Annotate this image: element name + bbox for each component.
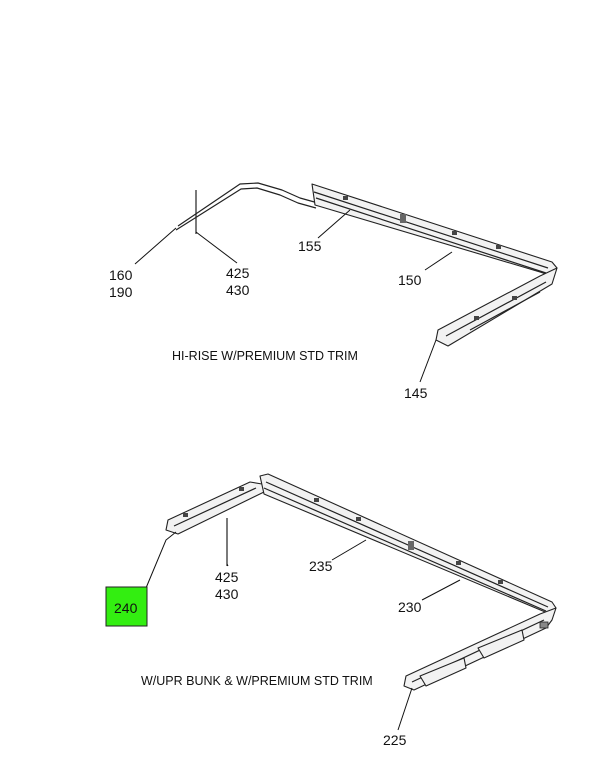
bottom-trim-assembly xyxy=(165,473,557,691)
callout-425-top: 425 xyxy=(226,265,250,281)
trim-left-240 xyxy=(165,481,265,535)
callout-430-top: 430 xyxy=(226,282,250,298)
top-trim-assembly xyxy=(175,182,558,347)
callout-240: 240 xyxy=(114,600,138,616)
callout-190: 190 xyxy=(109,284,133,300)
callout-155: 155 xyxy=(298,238,322,254)
callout-235: 235 xyxy=(309,558,333,574)
callout-230: 230 xyxy=(398,599,422,615)
bottom-assembly-caption: W/UPR BUNK & W/PREMIUM STD TRIM xyxy=(141,674,373,688)
highlight-box-240[interactable] xyxy=(105,586,148,627)
callout-430-bottom: 430 xyxy=(215,586,239,602)
trim-rail-150 xyxy=(311,183,558,277)
trim-front-145 xyxy=(435,267,558,347)
callout-225: 225 xyxy=(383,732,407,748)
trim-strip-155 xyxy=(177,182,319,227)
callout-425-bottom: 425 xyxy=(215,569,239,585)
callout-150: 150 xyxy=(398,272,422,288)
callout-145: 145 xyxy=(404,385,428,401)
top-assembly-caption: HI-RISE W/PREMIUM STD TRIM xyxy=(172,349,358,363)
callout-160: 160 xyxy=(109,267,133,283)
